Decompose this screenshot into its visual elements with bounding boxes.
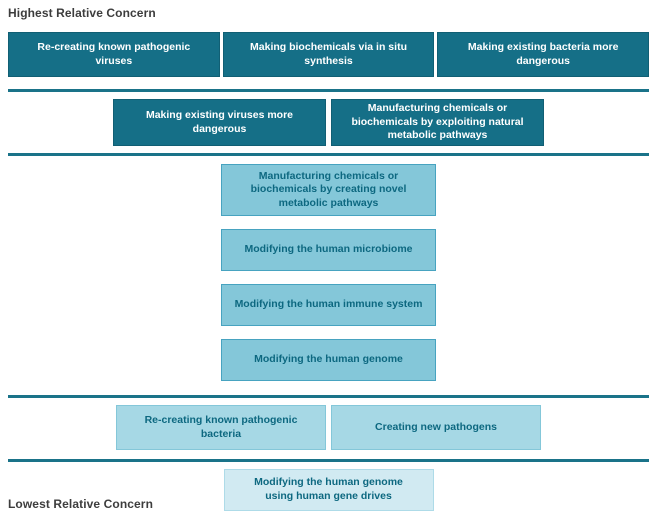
capability-box-human-immune-system: Modifying the human immune system xyxy=(221,284,436,326)
capability-box-creating-new-pathogens: Creating new pathogens xyxy=(331,405,541,450)
tier-1-row: Re-creating known pathogenic viruses Mak… xyxy=(0,32,657,77)
capability-box-viruses-more-dangerous: Making existing viruses more dangerous xyxy=(113,99,326,146)
tier-divider-2 xyxy=(8,153,649,156)
lowest-concern-label: Lowest Relative Concern xyxy=(8,497,154,511)
tier-5-row: Modifying the human genome using human g… xyxy=(0,469,657,511)
capability-box-human-gene-drives: Modifying the human genome using human g… xyxy=(223,469,434,511)
tier-2-row: Making existing viruses more dangerous M… xyxy=(0,99,657,146)
tier-divider-1 xyxy=(8,89,649,92)
capability-box-recreating-pathogenic-bacteria: Re-creating known pathogenic bacteria xyxy=(116,405,326,450)
capability-box-biochemicals-in-situ: Making biochemicals via in situ synthesi… xyxy=(222,32,435,77)
capability-box-novel-metabolic-pathways: Manufacturing chemicals or biochemicals … xyxy=(221,164,436,216)
highest-concern-label: Highest Relative Concern xyxy=(8,6,156,20)
capability-box-bacteria-more-dangerous: Making existing bacteria more dangerous xyxy=(437,32,650,77)
tier-4-row: Re-creating known pathogenic bacteria Cr… xyxy=(0,405,657,450)
capability-box-exploiting-natural-pathways: Manufacturing chemicals or biochemicals … xyxy=(331,99,544,146)
tier-divider-4 xyxy=(8,459,649,462)
capability-box-human-microbiome: Modifying the human microbiome xyxy=(221,229,436,271)
tier-divider-3 xyxy=(8,395,649,398)
capability-box-human-genome: Modifying the human genome xyxy=(221,339,436,381)
capability-box-recreating-pathogenic-viruses: Re-creating known pathogenic viruses xyxy=(8,32,220,77)
